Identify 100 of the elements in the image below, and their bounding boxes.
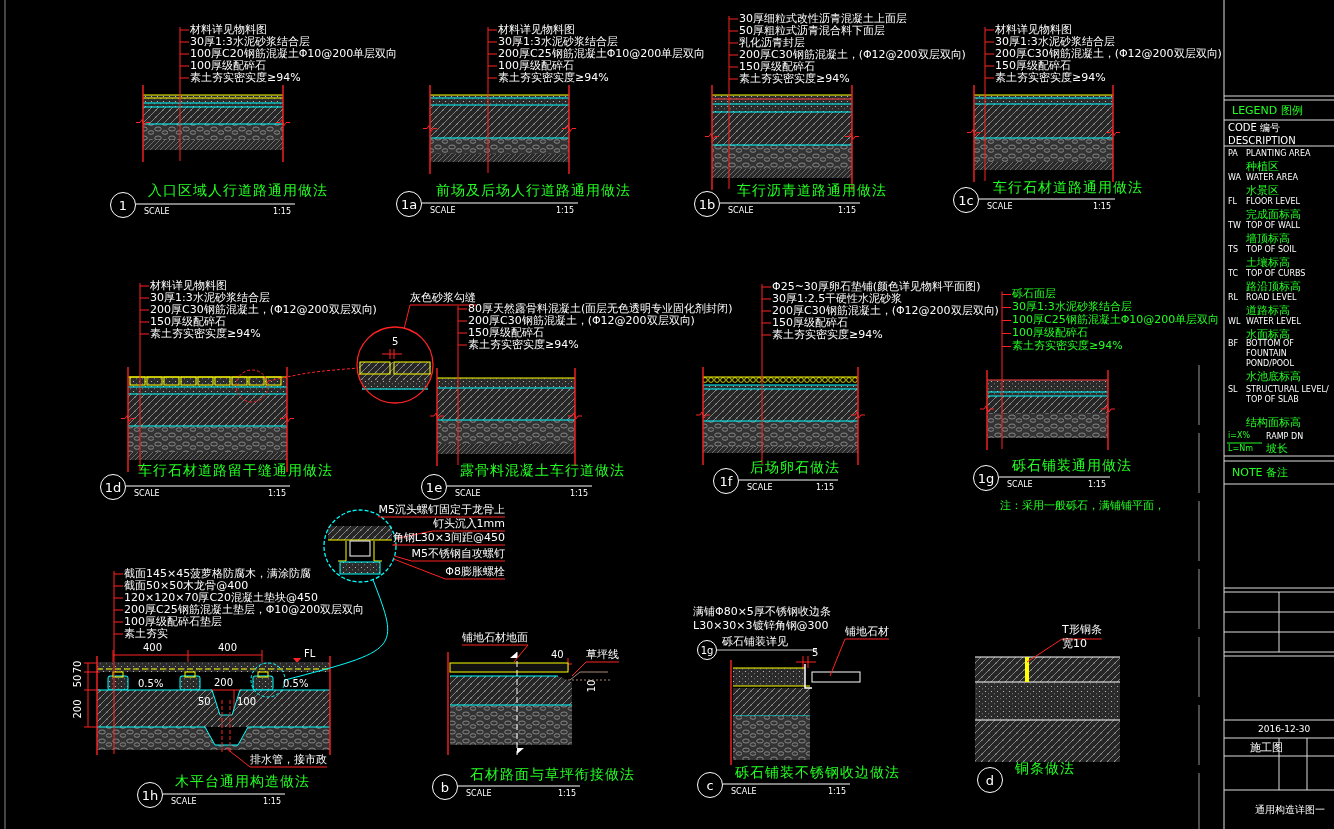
material-note: 150厚级配碎石 <box>150 316 226 328</box>
detail-number-circle: c <box>697 772 723 798</box>
legend-description: 结构面标高 <box>1246 416 1301 428</box>
legend-description: WATER LEVEL <box>1246 318 1301 326</box>
scale-label: SCALE <box>731 788 757 796</box>
legend-description: PLANTING AREA <box>1246 150 1311 158</box>
material-note: 素土夯实密实度≥94% <box>498 72 610 84</box>
reference-note: 砾石铺装详见 <box>722 635 788 647</box>
dimension-text: 50 <box>73 674 83 688</box>
legend-code: TC <box>1228 270 1238 278</box>
scale-value: 1:15 <box>828 788 846 796</box>
legend-description: 完成面标高 <box>1246 208 1301 220</box>
legend-code: WA <box>1228 174 1241 182</box>
detail-title: 木平台通用构造做法 <box>175 774 310 788</box>
scale-value: 1:15 <box>816 484 834 492</box>
material-note: 30厚1:2.5干硬性水泥砂浆 <box>772 293 904 305</box>
dimension-text: 10 <box>587 679 597 693</box>
dimension-text: 50 <box>198 697 211 707</box>
material-note: L30×30×3镀锌角钢@300 <box>693 619 829 631</box>
scale-label: SCALE <box>466 790 492 798</box>
legend-code: SL <box>1228 386 1238 394</box>
legend-code: L=Nm <box>1228 445 1253 453</box>
leader-line <box>571 661 620 677</box>
detail-number-circle: 1a <box>396 191 422 217</box>
material-note: 200厚C30钢筋混凝土，(Φ12@200双层双向) <box>772 305 999 317</box>
legend-code: FL <box>1228 198 1238 206</box>
detail-number-circle: 1g <box>697 640 717 660</box>
detail-title: 砾石铺装通用做法 <box>1012 458 1132 472</box>
material-note: 200厚C25钢筋混凝土Φ10@200单层双向 <box>498 48 706 60</box>
material-note: 素土夯实密实度≥94% <box>995 72 1107 84</box>
detail-title: 前场及后场人行道路通用做法 <box>436 183 631 197</box>
material-note: 100厚C25钢筋混凝土Φ10@200单层双向 <box>1012 314 1220 327</box>
material-note: Φ25~30厚卵石垫铺(颜色详见物料平面图) <box>772 281 982 293</box>
scale-value: 1:15 <box>263 798 281 806</box>
detail-number-circle: 1d <box>100 474 126 500</box>
pavement-section-drawing <box>135 84 291 163</box>
gravel-edge-section-drawing <box>730 659 861 766</box>
material-note: 100厚级配碎石垫层 <box>124 616 222 628</box>
scale-label: SCALE <box>987 203 1013 211</box>
leader-line <box>728 15 739 190</box>
legend-description: 土壤标高 <box>1246 256 1290 268</box>
leader-line <box>225 747 328 768</box>
magnified-joint-drawing <box>356 326 434 404</box>
leader-line <box>487 26 498 174</box>
material-note: 80厚天然露骨料混凝土(面层无色透明专业固化剂封闭) <box>468 303 733 315</box>
material-note: 30厚1:3水泥砂浆结合层 <box>995 36 1116 48</box>
legend-description: 墙顶标高 <box>1246 232 1290 244</box>
legend-description: ROAD LEVEL <box>1246 294 1297 302</box>
detail-number-circle: 1b <box>694 191 720 217</box>
material-note: 材料详见物料图 <box>995 24 1073 36</box>
material-note: 100厚级配碎石 <box>498 60 574 72</box>
material-note: 30厚1:3水泥砂浆结合层 <box>190 36 311 48</box>
material-note: 钉头沉入1mm <box>432 518 505 530</box>
material-note: 200厚C30钢筋混凝土，(Φ12@200双层双向) <box>739 49 966 61</box>
detail-title: 车行沥青道路通用做法 <box>737 183 887 197</box>
leader-line <box>139 282 150 472</box>
material-note: 素土夯实密实度≥94% <box>150 328 262 340</box>
detail-title: 车行石材道路留干缝通用做法 <box>138 463 333 477</box>
material-note: M5沉头螺钉固定于龙骨上 <box>378 504 505 516</box>
legend-description: TOP OF WALL <box>1246 222 1300 230</box>
legend-description: 水池底标高 <box>1246 370 1301 382</box>
leader-line <box>392 544 506 546</box>
legend-description: 路沿顶标高 <box>1246 280 1301 292</box>
drawing-title: 通用构造详图一 <box>1255 805 1325 815</box>
material-note: 材料详见物料图 <box>150 280 228 292</box>
material-note: 满铺Φ80×5厚不锈钢收边条 <box>693 605 831 617</box>
detail-title: 后场卵石做法 <box>750 460 840 474</box>
material-note: 120×120×70厚C20混凝土垫块@450 <box>124 592 320 604</box>
leader-line <box>394 555 506 562</box>
level-mark: FL <box>304 649 316 659</box>
leader-line <box>1026 638 1103 663</box>
dimension-text: 70 <box>73 660 83 674</box>
dimension-text: 0.5% <box>138 679 164 689</box>
detail-title: 石材路面与草坪衔接做法 <box>470 767 635 781</box>
material-note: 草坪线 <box>586 649 619 661</box>
legend-code: i=X% <box>1228 432 1250 440</box>
scale-label: SCALE <box>430 207 456 215</box>
detail-number-circle: 1g <box>973 465 999 491</box>
material-note: 宽10 <box>1062 638 1088 652</box>
detail-number-circle: 1f <box>713 468 739 494</box>
material-note: 材料详见物料图 <box>190 24 268 36</box>
leader-line <box>829 638 890 677</box>
scale-label: SCALE <box>455 490 481 498</box>
deck-section-drawing <box>96 655 331 756</box>
material-note: M5不锈钢自攻螺钉 <box>411 548 505 560</box>
material-note: 素土夯实密实度≥94% <box>468 339 580 351</box>
leader-line <box>378 515 506 518</box>
legend-code: PA <box>1228 150 1238 158</box>
scale-value: 1:15 <box>1088 481 1106 489</box>
detail-title: 铜条做法 <box>1015 761 1075 775</box>
legend-code: RL <box>1228 294 1238 302</box>
detail-title: 车行石材道路通用做法 <box>993 180 1143 194</box>
note-text: 注：采用一般砾石，满铺铺平面， <box>1000 499 1165 511</box>
material-note: 排水管，接市政 <box>250 754 327 766</box>
material-note: 铺地石材地面 <box>462 632 528 644</box>
material-note: 铺地石材 <box>845 626 889 638</box>
material-note: 30厚1:3水泥砂浆结合层 <box>498 36 619 48</box>
legend-code: TW <box>1228 222 1241 230</box>
legend-description: 水景区 <box>1246 184 1279 196</box>
leader-line <box>457 305 468 466</box>
